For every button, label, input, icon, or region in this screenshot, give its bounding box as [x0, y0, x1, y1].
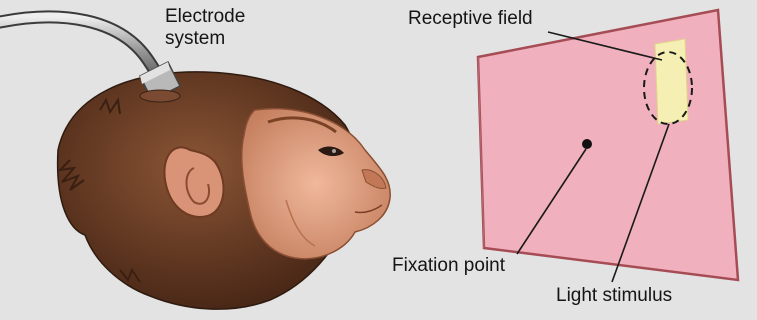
- electrode-system-label: Electrode system: [163, 6, 247, 50]
- monkey-head: [58, 72, 391, 309]
- fixation-point-dot: [582, 139, 592, 149]
- fixation-point-label: Fixation point: [390, 255, 507, 277]
- light-stimulus-label: Light stimulus: [554, 285, 674, 307]
- projection-screen: [478, 10, 738, 280]
- receptive-field-label: Receptive field: [406, 8, 535, 30]
